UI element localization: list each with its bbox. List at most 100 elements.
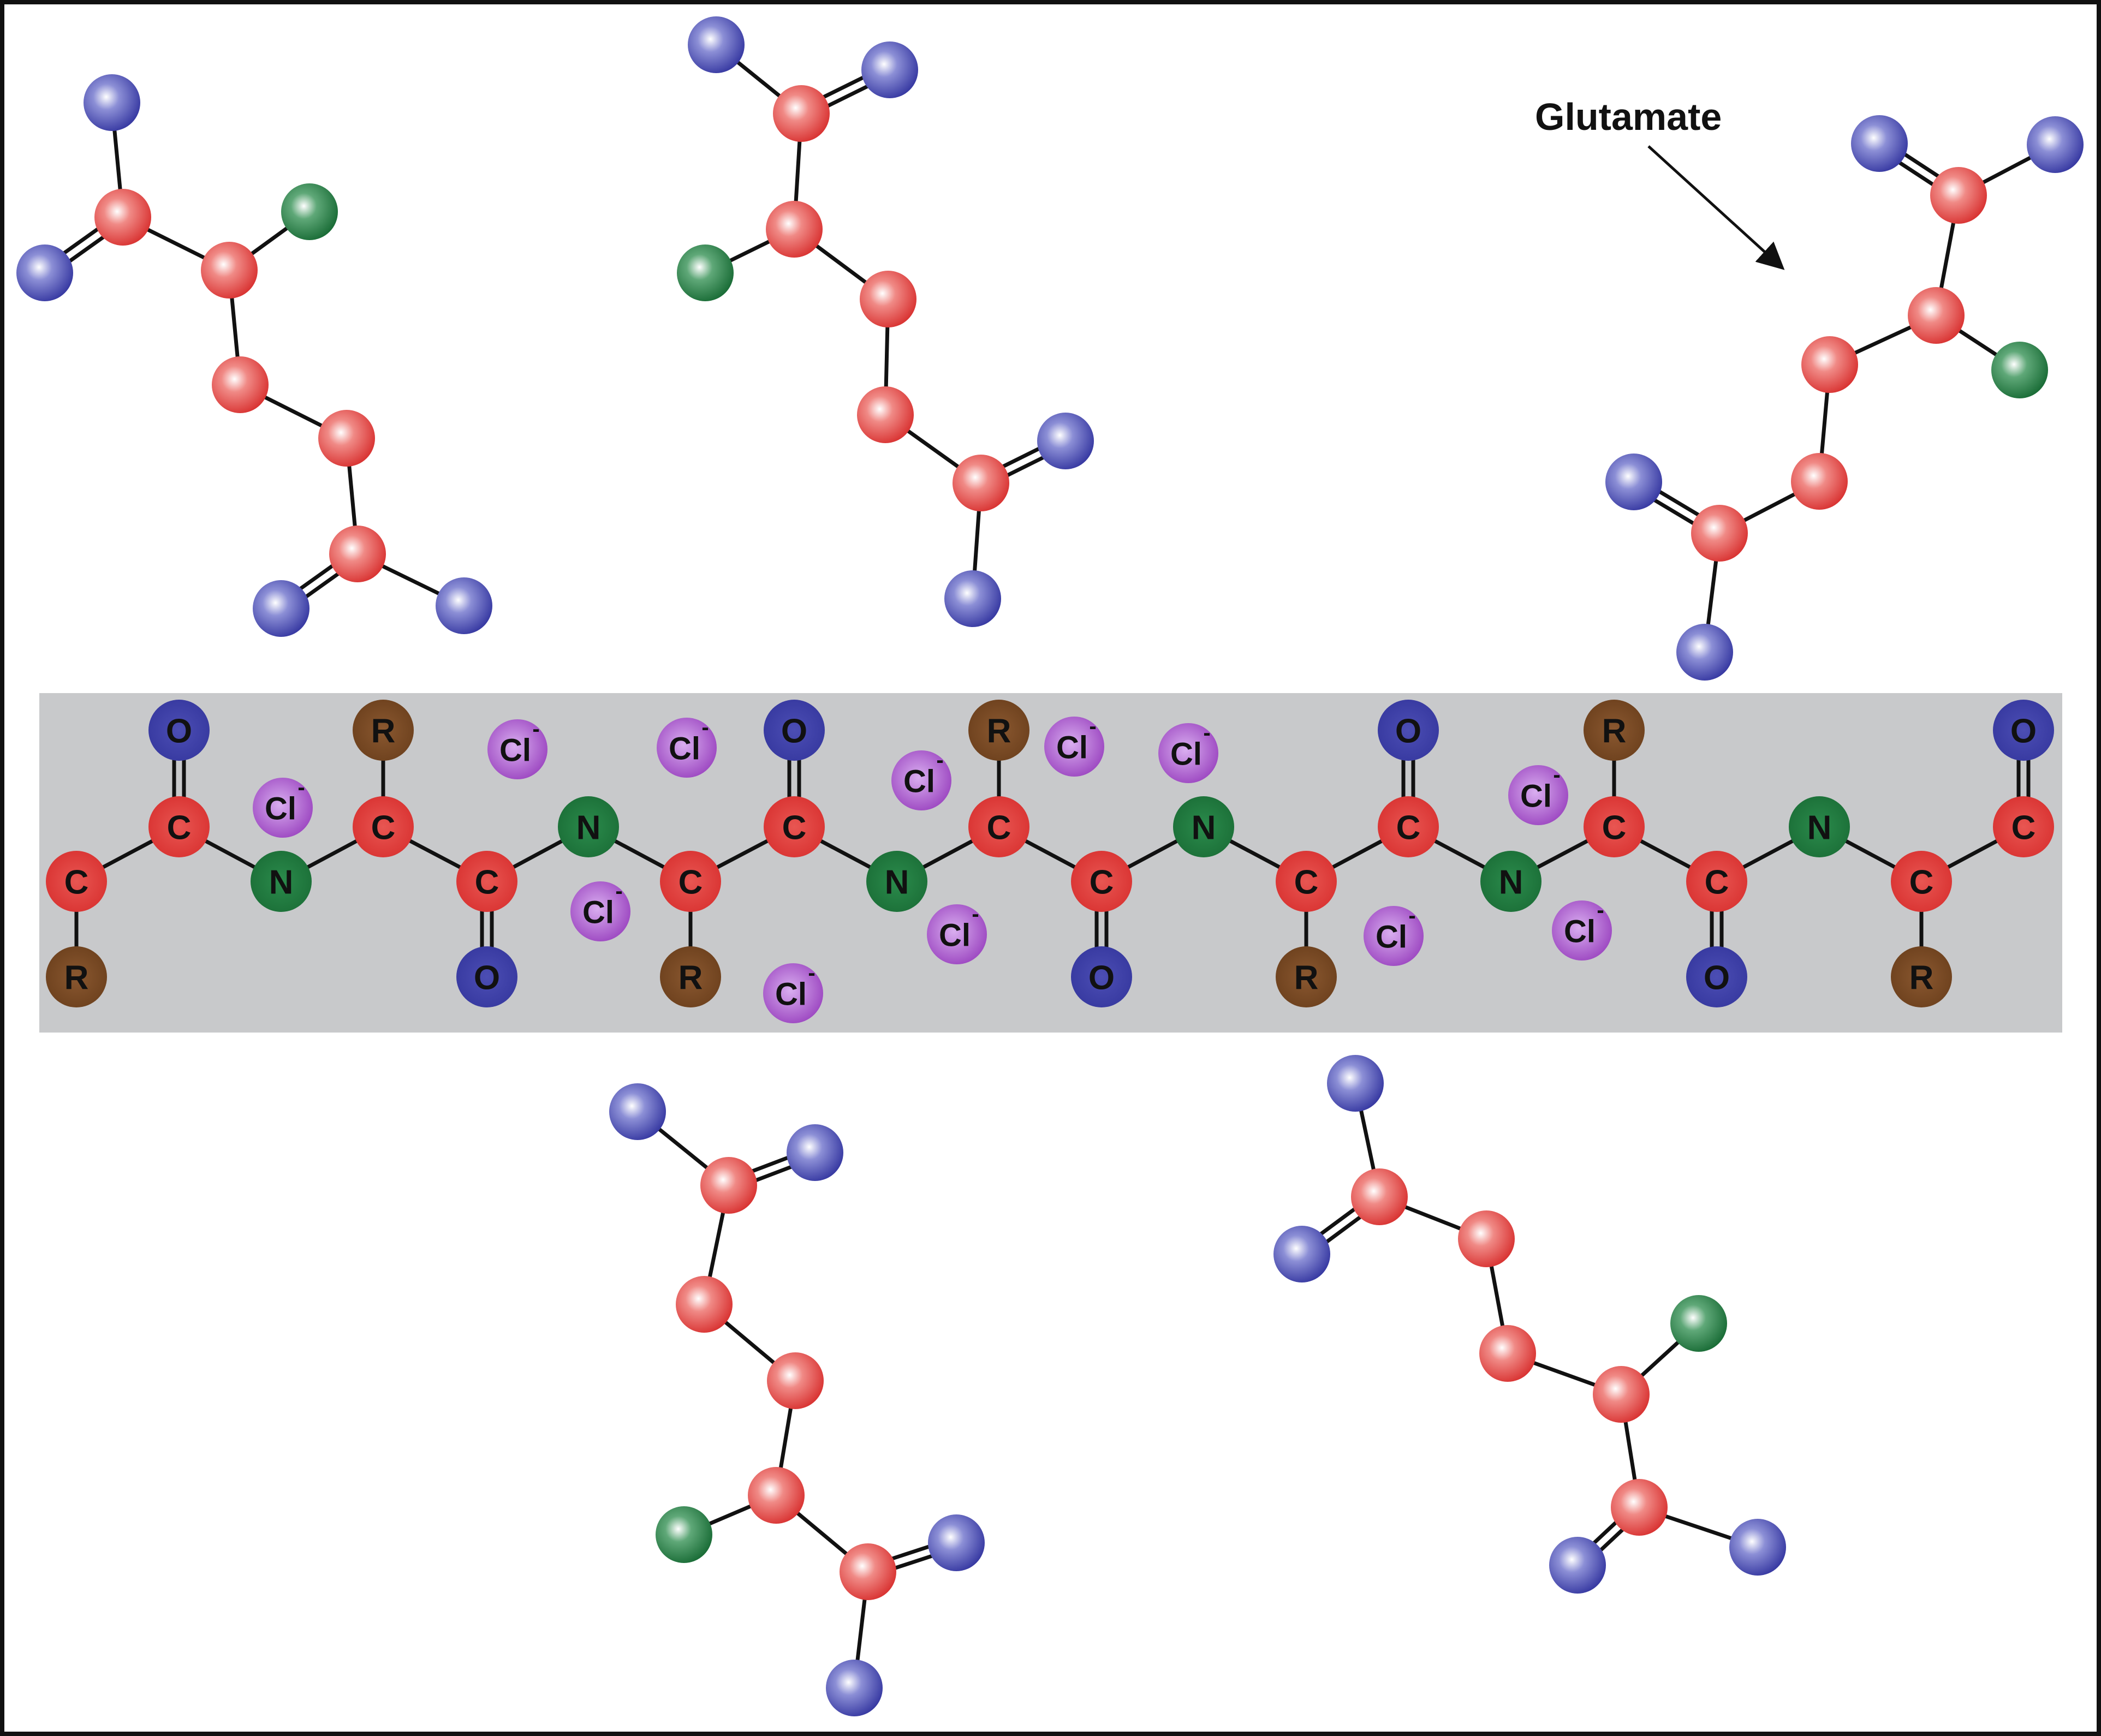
oxygen-atom-label: O [2010, 713, 2037, 750]
oxygen-atom [764, 700, 825, 761]
oxygen-atom-label: O [1395, 713, 1421, 750]
carbon-atom-label: C [475, 864, 499, 902]
oxygen-atom [1729, 1519, 1786, 1576]
oxygen-atom-label: O [1704, 959, 1730, 997]
chloride-ion [570, 881, 630, 941]
r-group-atom [1276, 946, 1337, 1007]
carbon-atom [953, 455, 1009, 511]
r-group-atom [353, 700, 414, 761]
oxygen-atom [84, 74, 140, 131]
chloride-charge: - [701, 715, 709, 739]
r-group-atom [1584, 700, 1645, 761]
chloride-ion [1508, 765, 1568, 825]
nitrogen-atom-label: N [1807, 809, 1832, 847]
r-group-atom [1891, 946, 1952, 1007]
oxygen-atom [2027, 116, 2084, 173]
nitrogen-atom-label: N [1499, 864, 1523, 902]
chloride-ion-label: Cl [669, 731, 700, 767]
oxygen-atom [1686, 946, 1747, 1007]
nitrogen-atom-label: N [576, 809, 601, 847]
chloride-ion-label: Cl [903, 764, 935, 800]
oxygen-atom [609, 1083, 666, 1140]
chloride-charge: - [936, 748, 943, 772]
carbon-atom [1479, 1325, 1536, 1382]
carbon-atom-label: C [1396, 809, 1421, 847]
carbon-atom [318, 410, 375, 467]
chloride-ion [927, 904, 987, 964]
nitrogen-atom [677, 244, 734, 301]
chloride-ion-label: Cl [939, 918, 971, 953]
nitrogen-atom-label: N [885, 864, 909, 902]
carbon-atom [840, 1543, 896, 1600]
chloride-charge: - [1408, 904, 1415, 928]
carbon-atom-label: C [167, 809, 192, 847]
chloride-ion-label: Cl [582, 895, 614, 930]
chloride-charge: - [1089, 714, 1096, 738]
carbon-atom [1930, 167, 1987, 224]
chloride-ion-label: Cl [265, 791, 296, 827]
carbon-atom-label: C [1705, 864, 1729, 902]
oxygen-atom [1676, 624, 1733, 681]
carbon-atom [676, 1276, 733, 1333]
chloride-charge: - [1553, 763, 1560, 787]
carbon-atom [968, 796, 1029, 857]
oxygen-atom [253, 580, 310, 637]
chloride-ion [657, 718, 717, 778]
carbon-atom-label: C [987, 809, 1011, 847]
oxygen-atom [1605, 454, 1662, 510]
oxygen-atom-label: O [1088, 959, 1115, 997]
oxygen-atom [1851, 115, 1908, 172]
carbon-atom [766, 201, 823, 258]
carbon-atom [1993, 796, 2054, 857]
carbon-atom [212, 356, 269, 413]
carbon-atom [1458, 1210, 1515, 1267]
carbon-atom [46, 851, 107, 912]
carbon-atom [764, 796, 825, 857]
oxygen-atom-label: O [781, 713, 807, 750]
carbon-atom [1378, 796, 1439, 857]
nitrogen-atom-label: N [1192, 809, 1216, 847]
carbon-atom [857, 386, 914, 443]
chloride-charge: - [297, 775, 305, 800]
carbon-atom [773, 85, 830, 142]
chloride-charge: - [972, 902, 979, 926]
carbon-atom-label: C [371, 809, 396, 847]
oxygen-atom [826, 1660, 883, 1716]
carbon-atom [1611, 1479, 1668, 1536]
chloride-ion [1044, 717, 1104, 777]
chloride-ion [487, 719, 547, 779]
oxygen-atom [148, 700, 210, 761]
carbon-atom-label: C [2011, 809, 2036, 847]
r-group-atom [968, 700, 1029, 761]
chloride-ion-label: Cl [1564, 914, 1596, 950]
chloride-ion-label: Cl [1056, 730, 1088, 766]
nitrogen-atom [1480, 851, 1541, 912]
nitrogen-atom [1789, 796, 1850, 857]
carbon-atom [201, 242, 258, 299]
carbon-atom [1908, 287, 1965, 344]
nitrogen-atom-label: N [269, 864, 294, 902]
chloride-charge: - [615, 879, 622, 903]
chloride-ion [1552, 900, 1612, 961]
chloride-ion [891, 750, 951, 810]
arrow-icon [1647, 145, 1785, 270]
carbon-atom [353, 796, 414, 857]
nitrogen-atom [1991, 342, 2048, 398]
oxygen-atom [1993, 700, 2054, 761]
carbon-atom [767, 1352, 824, 1409]
carbon-atom [1351, 1168, 1408, 1225]
carbon-atom [94, 189, 151, 246]
oxygen-atom-label: O [166, 713, 192, 750]
chloride-ion [1158, 723, 1218, 783]
r-group-atom [46, 946, 107, 1007]
chloride-ion [253, 778, 313, 838]
carbon-atom [700, 1157, 757, 1214]
r-group-atom-label: R [1909, 959, 1934, 997]
carbon-atom [1071, 851, 1132, 912]
r-group-atom-label: R [64, 959, 89, 997]
nitrogen-atom [281, 183, 338, 240]
oxygen-atom [1037, 413, 1094, 469]
carbon-atom [1891, 851, 1952, 912]
